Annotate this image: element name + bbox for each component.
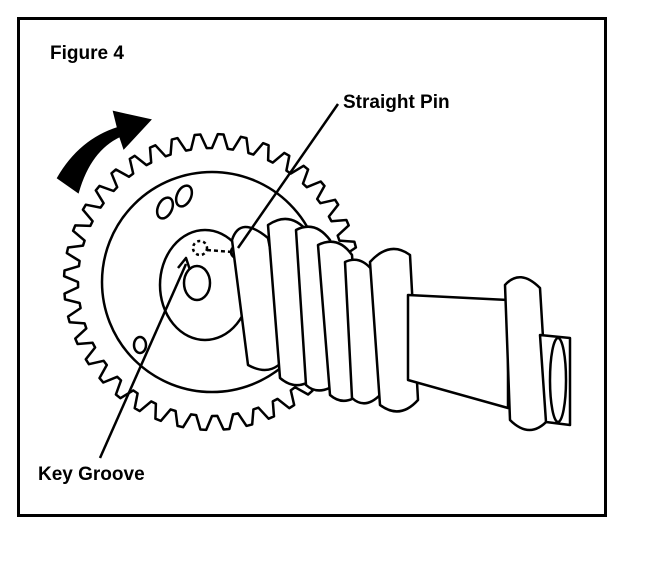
camshaft-lobe-large — [368, 247, 420, 413]
center-bolt-hole — [182, 264, 212, 302]
camshaft-end-face — [548, 336, 568, 424]
camshaft-body — [406, 293, 510, 410]
key-groove-label: Key Groove — [38, 464, 145, 485]
camshaft-end — [538, 333, 572, 427]
key-groove-leader — [98, 263, 188, 459]
straight-pin-label: Straight Pin — [343, 92, 450, 113]
rotation-arrow-icon — [56, 110, 152, 194]
straight-pin-leader — [236, 103, 340, 249]
sprocket-hole — [132, 335, 148, 355]
key-groove-notch — [177, 256, 192, 271]
sprocket-slot — [155, 196, 175, 220]
figure-title: Figure 4 — [50, 43, 124, 64]
sprocket-slot — [174, 184, 194, 208]
pin-hole-dashed — [191, 239, 209, 257]
